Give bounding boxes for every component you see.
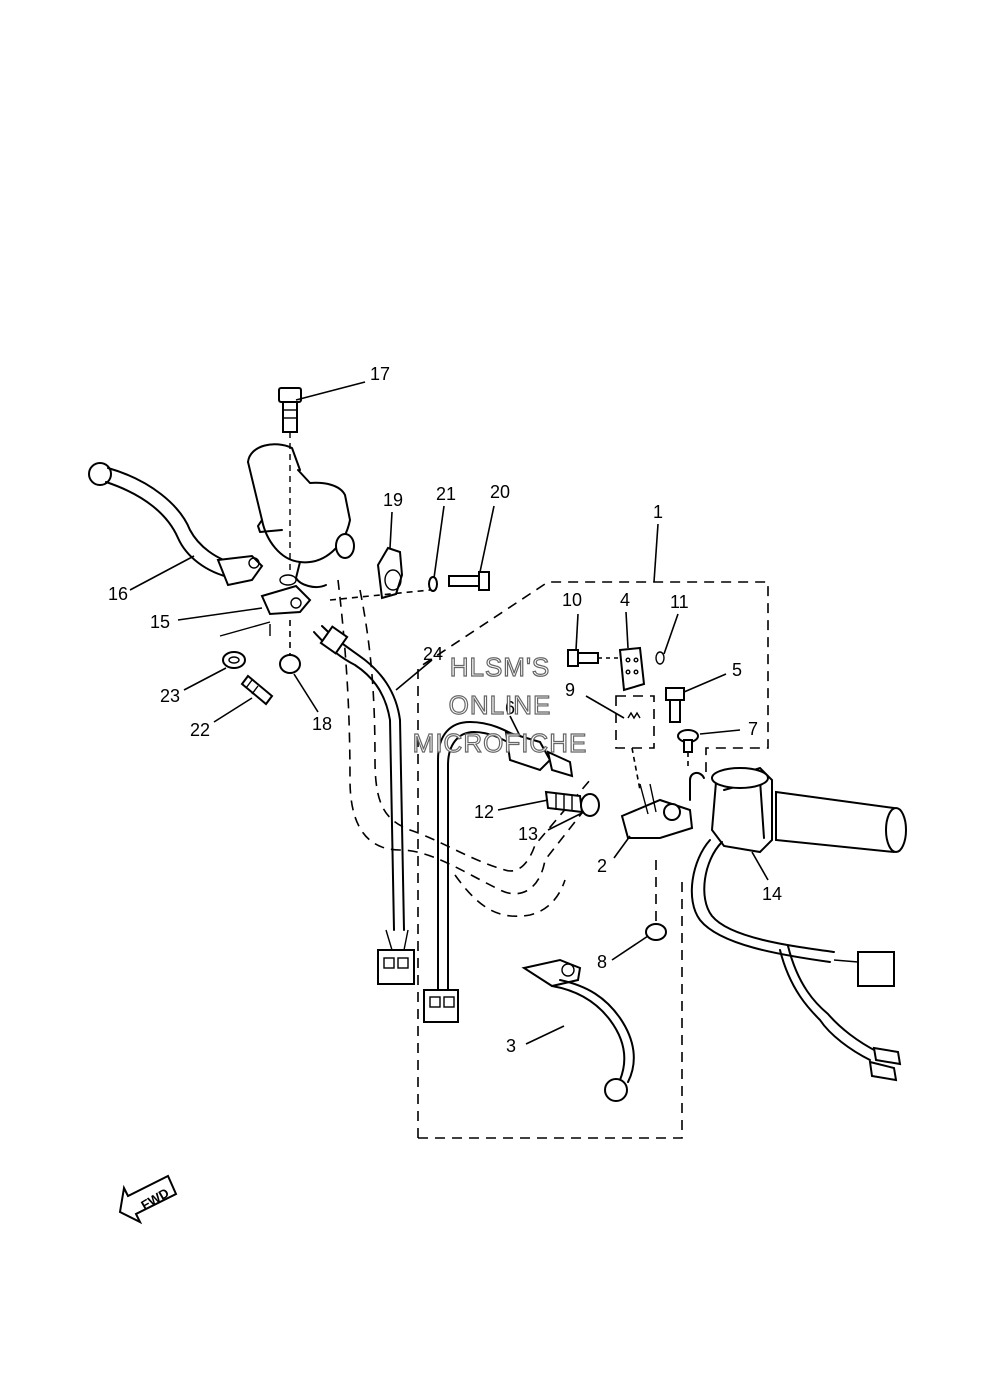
callout-9: 9 — [565, 680, 575, 700]
bolt-10[interactable] — [567, 649, 618, 667]
watermark: HLSM'S ONLINE MICROFICHE — [412, 651, 588, 758]
callout-18: 18 — [312, 714, 332, 734]
handlebar-switch-14[interactable] — [710, 766, 773, 854]
adjuster-12[interactable] — [544, 790, 584, 814]
callout-5: 5 — [732, 660, 742, 680]
grip[interactable] — [775, 790, 907, 854]
bolt-5[interactable] — [665, 687, 685, 723]
screw-7[interactable] — [677, 729, 699, 770]
callout-13: 13 — [518, 824, 538, 844]
switch-cable-24[interactable] — [313, 625, 415, 985]
callout-21: 21 — [436, 484, 456, 504]
assembly-1-dashed-outline — [417, 581, 769, 1139]
callout-16: 16 — [108, 584, 128, 604]
nut-23[interactable] — [222, 651, 246, 669]
callout-14: 14 — [762, 884, 782, 904]
callout-1: 1 — [653, 502, 663, 522]
bracket-19[interactable] — [376, 546, 404, 600]
callout-10: 10 — [562, 590, 582, 610]
brake-lever-16[interactable] — [88, 462, 264, 587]
callout-7: 7 — [748, 719, 758, 739]
callout-2: 2 — [597, 856, 607, 876]
screw-22[interactable] — [240, 674, 274, 706]
leader-lines — [129, 381, 769, 1045]
nut-8[interactable] — [645, 923, 667, 941]
watermark-line-1: HLSM'S — [450, 652, 551, 682]
locknut-13[interactable] — [580, 793, 600, 817]
callout-labels: 17 19 21 20 1 10 4 11 5 9 7 6 12 13 2 14… — [108, 364, 782, 1056]
callout-17: 17 — [370, 364, 390, 384]
callout-4: 4 — [620, 590, 630, 610]
watermark-line-3: MICROFICHE — [413, 728, 588, 758]
callout-11: 11 — [670, 592, 689, 612]
bolt-20[interactable] — [448, 571, 490, 591]
callout-15: 15 — [150, 612, 170, 632]
bolt-17[interactable] — [278, 387, 302, 570]
watermark-line-2: ONLINE — [449, 690, 552, 720]
callout-23: 23 — [160, 686, 180, 706]
master-cylinder — [247, 443, 355, 588]
callout-20: 20 — [490, 482, 510, 502]
switch-harness — [690, 839, 902, 1082]
clip-11[interactable] — [655, 651, 665, 665]
lever-holder-2[interactable] — [620, 772, 705, 839]
clutch-lever-3[interactable] — [521, 958, 635, 1102]
callout-22: 22 — [190, 720, 210, 740]
spring-9[interactable] — [615, 695, 655, 791]
callout-24: 24 — [423, 644, 443, 664]
callout-3: 3 — [506, 1036, 516, 1056]
callout-12: 12 — [474, 802, 494, 822]
switch-4[interactable] — [618, 646, 646, 692]
callout-6: 6 — [505, 698, 515, 718]
clutch-switch-6[interactable] — [423, 721, 574, 1023]
nut-18[interactable] — [279, 654, 301, 674]
callout-8: 8 — [597, 952, 607, 972]
brake-switch-15[interactable] — [219, 584, 312, 637]
fwd-arrow-icon: FWD — [118, 1174, 178, 1225]
washer-21[interactable] — [428, 576, 438, 592]
callout-19: 19 — [383, 490, 403, 510]
